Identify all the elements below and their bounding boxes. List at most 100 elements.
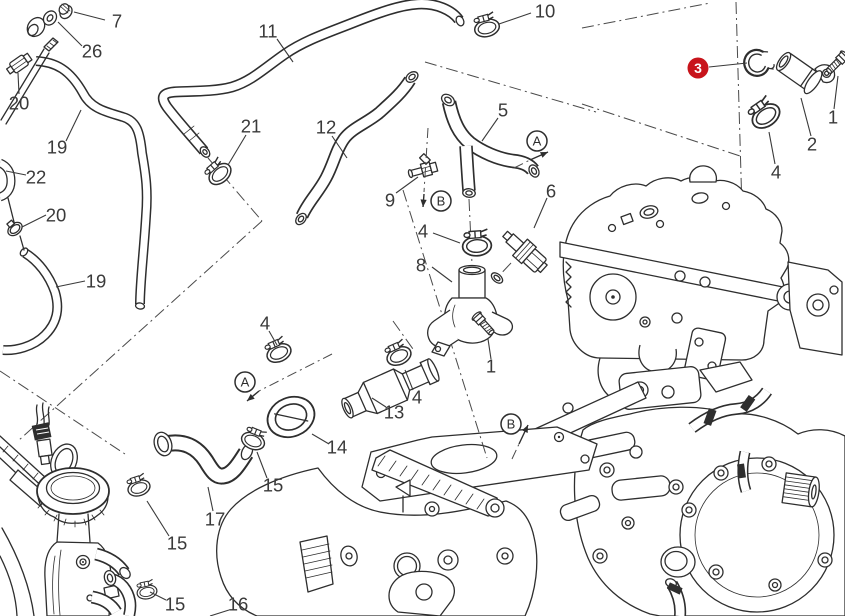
view-arrowhead-b	[522, 425, 528, 433]
view-marker-letter-b: B	[437, 194, 446, 209]
leader-line-11	[276, 38, 294, 63]
hose-22	[0, 158, 25, 251]
engine-timing-cover	[216, 426, 598, 616]
temp-sensor-6	[490, 230, 548, 284]
leader-line-8	[431, 266, 453, 283]
view-arrowhead-a	[247, 393, 255, 401]
view-marker-letter-a: A	[533, 134, 542, 149]
callout-14[interactable]: 14	[327, 437, 348, 458]
nut-7	[58, 3, 73, 20]
callout-9[interactable]: 9	[385, 190, 395, 211]
callout-11[interactable]: 11	[258, 21, 277, 42]
leader-line-19	[65, 109, 82, 142]
callout-22[interactable]: 22	[26, 167, 47, 188]
leader-line-13	[371, 397, 387, 408]
tank-level-sensor	[31, 422, 53, 466]
leader-line-1	[487, 338, 492, 360]
view-axis-b	[511, 443, 520, 460]
callout-19[interactable]: 19	[47, 137, 68, 158]
callout-20[interactable]: 20	[9, 93, 30, 114]
seal-ring-3	[743, 48, 775, 77]
callout-15[interactable]: 15	[263, 475, 284, 496]
leader-line-12	[331, 135, 348, 159]
view-marker-a	[526, 130, 548, 152]
leader-line-16	[209, 609, 230, 616]
view-marker-b	[430, 190, 452, 212]
leader-line-19	[55, 280, 86, 288]
leader-line-15	[256, 451, 268, 479]
engine-coolant-hoses-right	[665, 387, 772, 616]
expansion-tank	[0, 402, 131, 616]
highlighted-callout-badge[interactable]	[687, 57, 709, 79]
union-13	[341, 358, 440, 419]
fitting-20-upper	[5, 52, 33, 75]
callout-15[interactable]: 15	[167, 533, 188, 554]
hose-17	[153, 431, 254, 485]
bleed-screw-assembly	[0, 3, 73, 125]
leader-line-10	[498, 12, 532, 25]
leader-line-4	[268, 330, 278, 346]
view-marker-a	[234, 371, 256, 393]
washer-26	[42, 10, 58, 26]
callout-1[interactable]: 1	[828, 107, 838, 128]
leader-line-15	[146, 500, 170, 537]
callout-26[interactable]: 26	[82, 41, 103, 62]
leader-line-4	[432, 232, 461, 244]
leader-line-5	[481, 117, 499, 142]
hose-11	[157, 0, 465, 158]
leader-line-20	[21, 214, 47, 228]
callout-7[interactable]: 7	[112, 11, 122, 32]
callout-4[interactable]: 4	[418, 221, 428, 242]
view-arrowhead-a	[540, 152, 548, 158]
tank-filler-cap	[36, 467, 110, 528]
leader-line-9	[395, 176, 419, 194]
leader-line-4	[768, 131, 776, 165]
callout-19[interactable]: 19	[86, 271, 107, 292]
leader-line-14	[311, 433, 330, 445]
hose-5	[440, 93, 540, 198]
callout-4[interactable]: 4	[771, 162, 781, 183]
leader-line-15	[149, 591, 167, 601]
leader-line-17	[207, 486, 214, 512]
view-marker-letter-b: B	[507, 417, 516, 432]
view-axis-a	[513, 159, 531, 169]
hose-12	[295, 71, 419, 226]
view-axis-a	[258, 353, 333, 392]
bleed-valve-9	[407, 152, 439, 179]
callout-13[interactable]: 13	[384, 402, 405, 423]
leader-line-26	[57, 21, 83, 47]
view-arrowhead-b	[420, 199, 427, 207]
callout-1[interactable]: 1	[486, 356, 496, 377]
callout-20[interactable]: 20	[46, 205, 67, 226]
clamp-20-lower	[6, 219, 23, 237]
leader-line-20	[17, 72, 20, 95]
leader-line-21	[227, 134, 247, 166]
leader-line-highlight	[708, 62, 748, 68]
hose-16	[103, 569, 137, 616]
callout-21[interactable]: 21	[241, 116, 262, 137]
leader-line-2	[800, 97, 812, 137]
callout-4[interactable]: 4	[260, 313, 270, 334]
callout-4[interactable]: 4	[412, 387, 422, 408]
leader-line-7	[73, 11, 106, 21]
callout-12[interactable]: 12	[316, 117, 337, 138]
leader-line-6	[533, 197, 548, 229]
hose-19-upper	[35, 56, 152, 310]
view-marker-b	[500, 413, 522, 435]
callout-6[interactable]: 6	[546, 181, 556, 202]
thermostat-housing-8	[427, 264, 514, 357]
callout-10[interactable]: 10	[535, 1, 556, 22]
callout-2[interactable]: 2	[807, 134, 817, 155]
view-marker-letter-a: A	[241, 375, 250, 390]
callout-16[interactable]: 16	[228, 594, 249, 615]
callout-5[interactable]: 5	[498, 100, 508, 121]
view-axis-b	[423, 127, 429, 193]
leader-line-1	[833, 75, 839, 110]
highlighted-callout-number[interactable]: 3	[694, 60, 702, 76]
callout-15[interactable]: 15	[165, 594, 186, 615]
callout-8[interactable]: 8	[416, 255, 426, 276]
callout-17[interactable]: 17	[205, 509, 226, 530]
